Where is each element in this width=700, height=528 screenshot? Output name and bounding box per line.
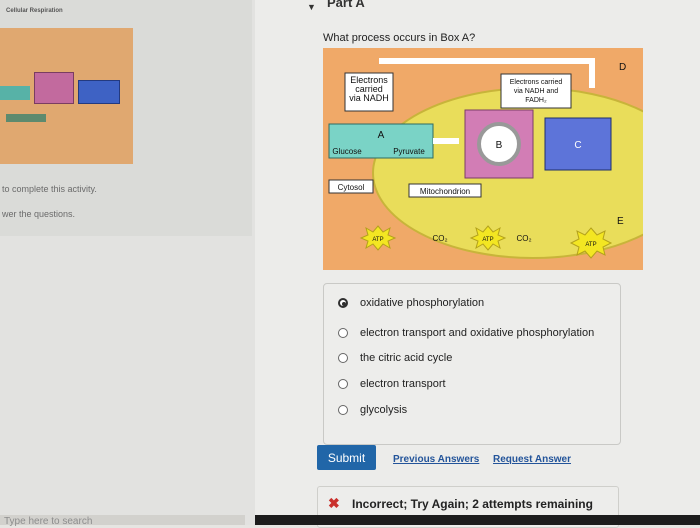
activity-thumbnail[interactable]: [0, 28, 133, 164]
atp-label: ATP: [372, 237, 383, 243]
option-label: oxidative phosphorylation: [360, 297, 485, 309]
label-e: E: [617, 216, 624, 227]
atp-burst-icon: [469, 225, 507, 251]
taskbar: [255, 515, 700, 525]
electrons-nadh-label: Electrons: [350, 75, 388, 85]
top-arrow: [589, 58, 595, 88]
atp-burst-icon: [569, 227, 613, 259]
part-title[interactable]: Part A: [327, 0, 365, 10]
instruction-line: to complete this activity.: [2, 184, 97, 194]
incorrect-x-icon: ✖: [328, 495, 340, 511]
mitochondrion-label-box: [408, 183, 482, 198]
citric-cycle-circle: [477, 122, 521, 166]
feedback-text: Incorrect; Try Again; 2 attempts remaini…: [352, 497, 593, 511]
thumbnail-shape: [0, 86, 30, 100]
question-text: What process occurs in Box A?: [323, 32, 476, 44]
electrons-fadh-label: Electrons carried: [510, 79, 563, 86]
electrons-fadh-label: FADH₂: [525, 97, 547, 104]
request-answer-link[interactable]: Request Answer: [493, 454, 571, 465]
option-glycolysis[interactable]: glycolysis: [338, 404, 407, 416]
thumbnail-shape: [34, 72, 74, 104]
answer-options: oxidative phosphorylation electron trans…: [323, 283, 621, 445]
taskbar-search-input[interactable]: Type here to search: [4, 516, 93, 527]
previous-answers-link[interactable]: Previous Answers: [393, 454, 480, 465]
electrons-fadh-label-box: [500, 73, 572, 109]
option-label: the citric acid cycle: [360, 352, 453, 364]
option-label: electron transport: [360, 378, 446, 390]
atp-label: ATP: [482, 237, 493, 243]
collapse-caret-icon[interactable]: ▼: [307, 2, 316, 12]
radio-button[interactable]: [338, 353, 348, 363]
respiration-diagram: Electrons carried via NADH Electrons car…: [323, 48, 643, 270]
box-a: [328, 123, 434, 159]
label-mitochondrion: Mitochondrion: [420, 187, 470, 196]
electrons-fadh-label: via NADH and: [514, 88, 558, 95]
option-oxidative-phosphorylation[interactable]: oxidative phosphorylation: [338, 297, 484, 309]
label-glucose: Glucose: [332, 147, 362, 156]
atp-burst-icon: [359, 225, 397, 251]
activity-card: Cellular Respiration to complete this ac…: [0, 0, 252, 236]
label-cytosol: Cytosol: [338, 183, 365, 192]
thumbnail-shape: [6, 114, 46, 122]
label-d: D: [619, 62, 626, 73]
thumbnail-shape: [78, 80, 120, 104]
co2-label: CO₂: [432, 234, 447, 243]
radio-button[interactable]: [338, 405, 348, 415]
option-label: electron transport and oxidative phospho…: [360, 327, 595, 339]
question-pane: ▼ Part A What process occurs in Box A? E…: [255, 0, 700, 528]
label-c: C: [574, 140, 581, 151]
radio-button[interactable]: [338, 328, 348, 338]
label-pyruvate: Pyruvate: [393, 147, 425, 156]
radio-button[interactable]: [338, 379, 348, 389]
thumbnail-title: Cellular Respiration: [6, 8, 63, 14]
label-a: A: [378, 130, 385, 141]
electrons-nadh-label: via NADH: [349, 93, 389, 103]
option-electron-transport-and-oxidative-phosphorylation[interactable]: electron transport and oxidative phospho…: [338, 327, 594, 339]
top-arrow: [379, 58, 591, 64]
label-b: B: [496, 140, 503, 151]
co2-label: CO₂: [516, 234, 531, 243]
radio-button[interactable]: [338, 298, 348, 308]
option-label: glycolysis: [360, 404, 408, 416]
left-pane: Cellular Respiration to complete this ac…: [0, 0, 255, 527]
option-electron-transport[interactable]: electron transport: [338, 378, 446, 390]
pyruvate-arrow: [433, 138, 459, 144]
taskbar: [0, 515, 245, 525]
atp-label: ATP: [585, 242, 596, 248]
electrons-nadh-label-box: [344, 72, 394, 112]
electrons-nadh-label: carried: [355, 84, 383, 94]
option-citric-acid-cycle[interactable]: the citric acid cycle: [338, 352, 452, 364]
instruction-line: wer the questions.: [2, 209, 76, 219]
submit-button[interactable]: Submit: [317, 445, 376, 470]
box-c: [544, 117, 612, 171]
cytosol-label-box: [328, 179, 374, 194]
